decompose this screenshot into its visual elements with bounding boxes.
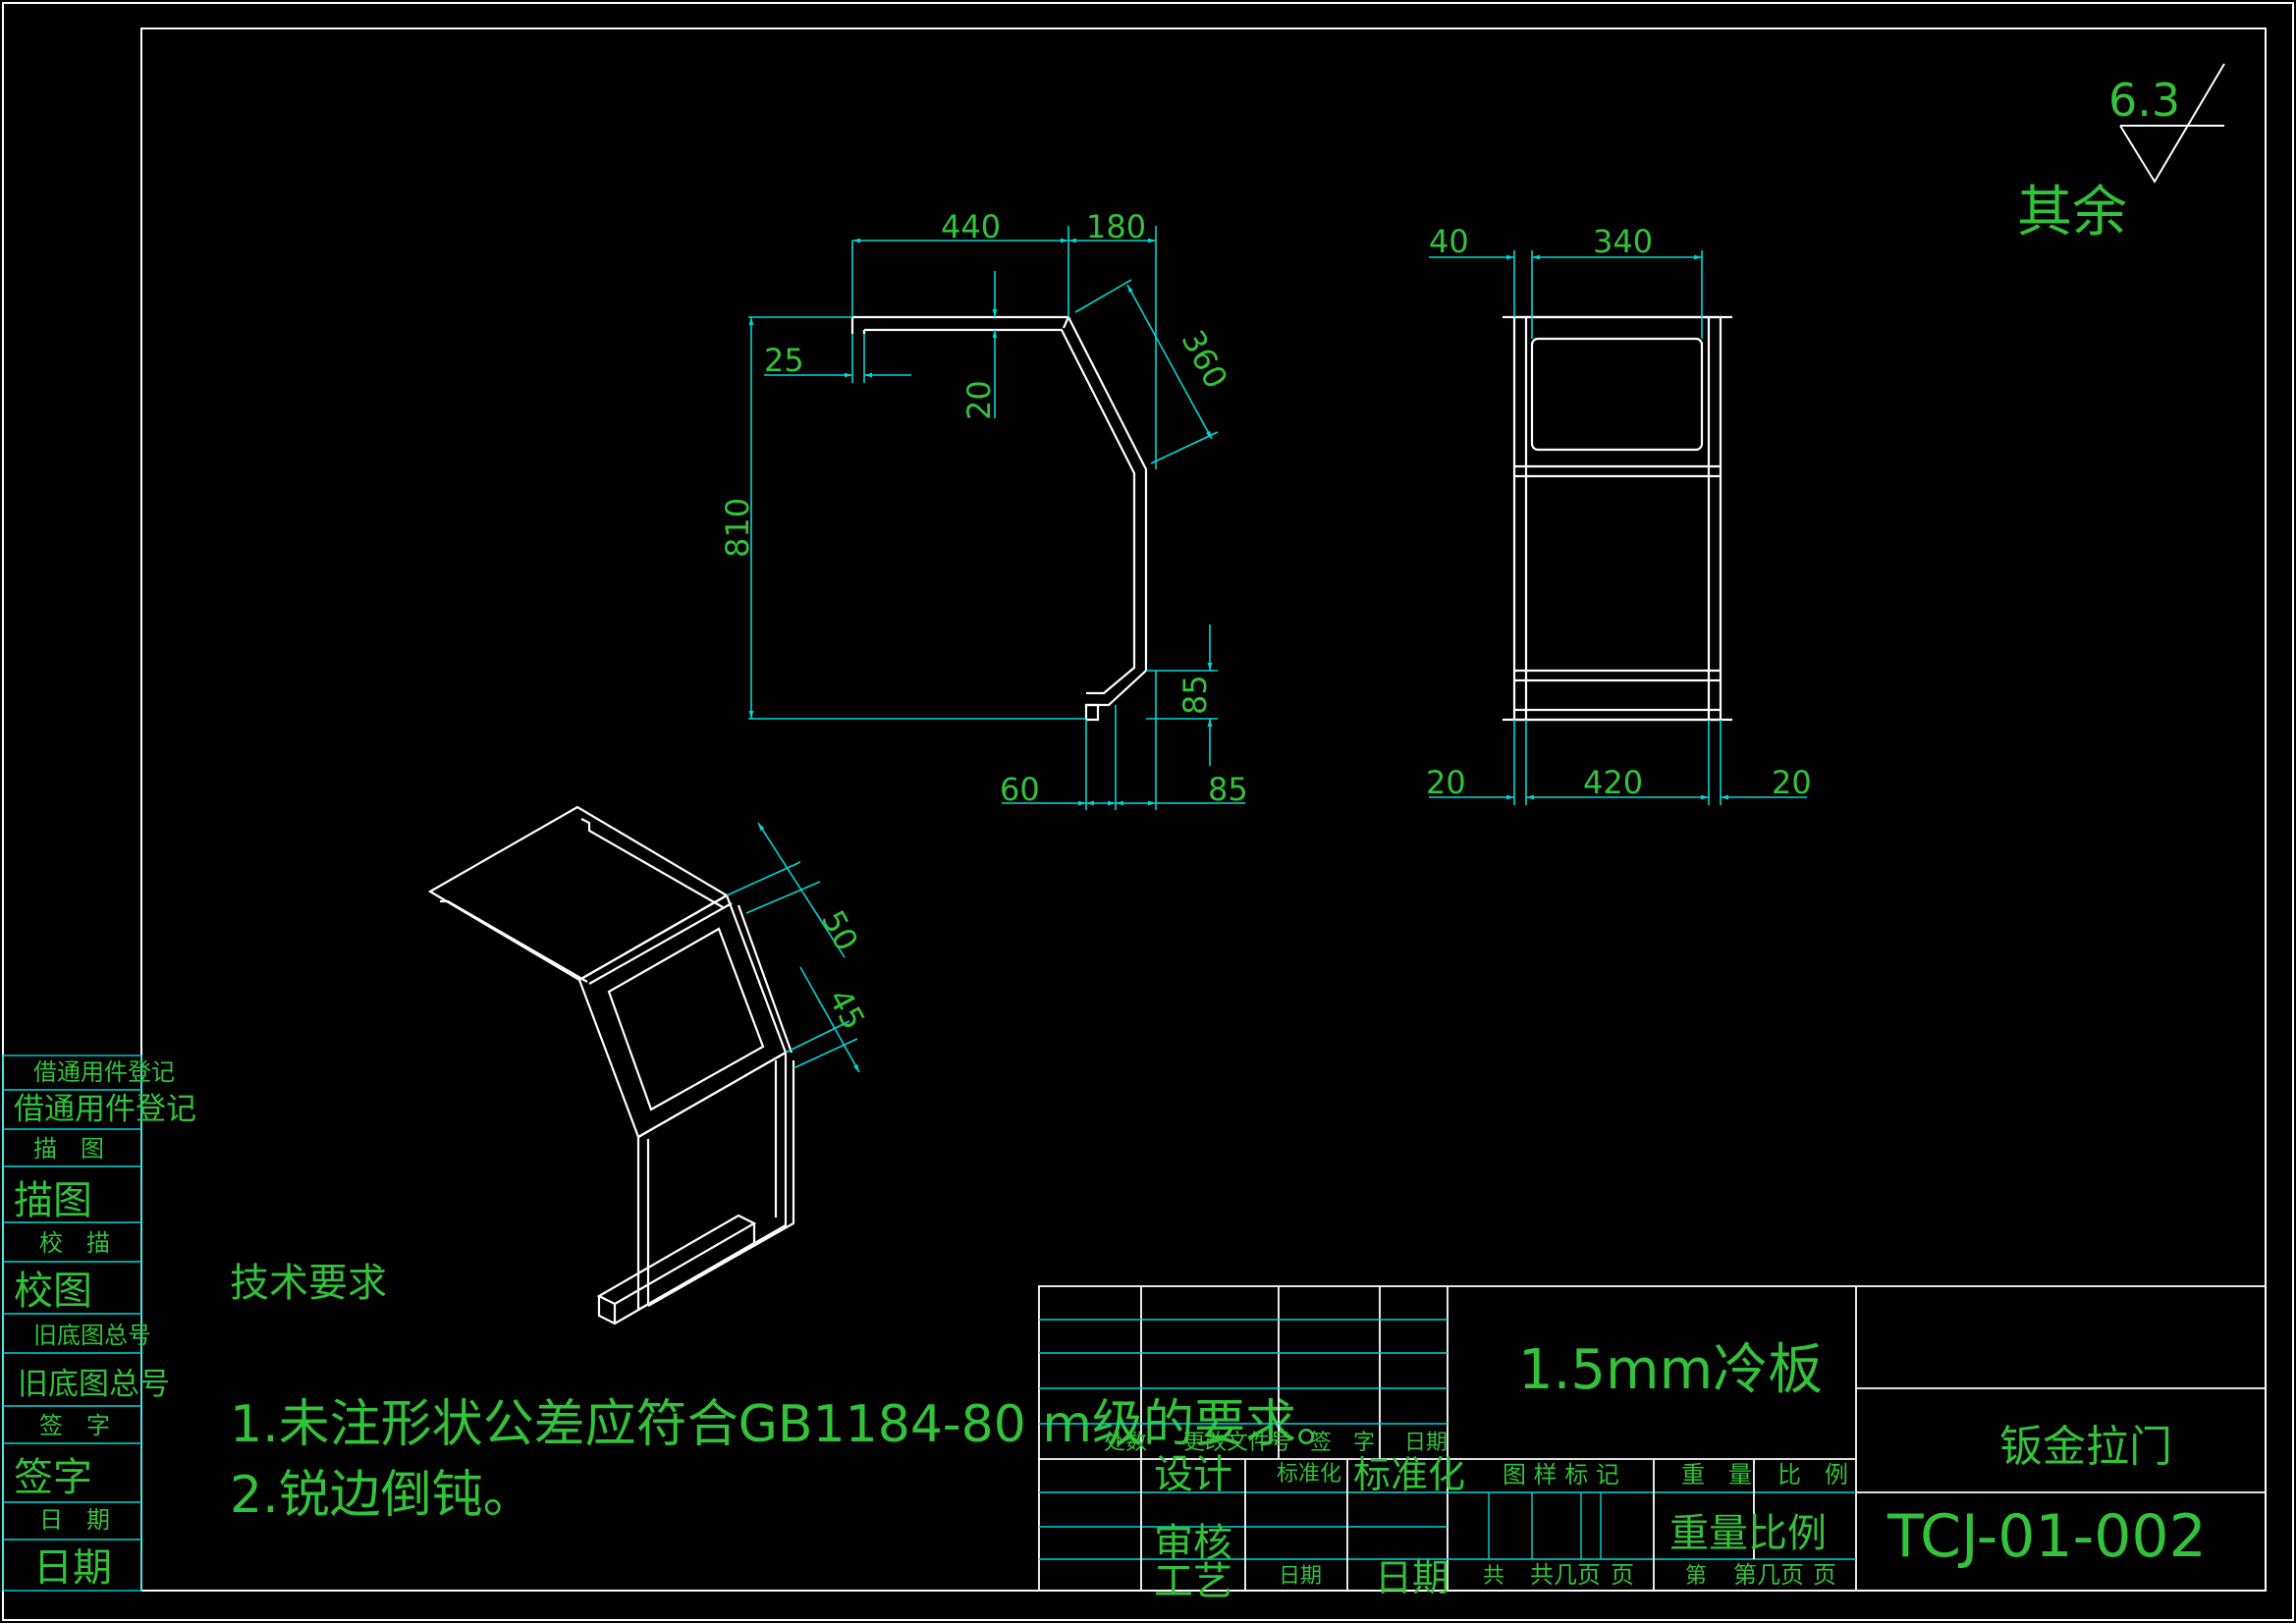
dim-side-340: 340 [1593,223,1653,260]
label-nth-small: 第 [1685,1564,1707,1589]
title-block: 1.5mm冷板 钣金拉门 TCJ-01-002 处数 更改文件号 签 字 日期 … [1038,1285,2267,1604]
roughness-symbol: 6.3 其余 [2017,63,2225,244]
label-nth-page: 第几页 [1733,1561,1804,1589]
front-view: 440 180 360 25 20 810 85 [719,208,1248,810]
dim-front-85-horizontal: 85 [1208,771,1248,808]
label-design: 设计 [1154,1452,1232,1497]
strip-value-old-no: 旧底图总号 [18,1367,170,1402]
header-date: 日期 [1404,1431,1448,1455]
material-spec: 1.5mm冷板 [1518,1338,1823,1402]
left-registration-strip: 借通用件登记 借通用件登记 描 图 描图 校 描 校图 旧底图总号 旧底图总号 … [2,1055,196,1592]
dim-front-85-vertical: 85 [1176,675,1214,715]
strip-value-registration: 借通用件登记 [14,1092,196,1127]
label-process: 工艺 [1154,1559,1232,1604]
strip-label-date: 日 期 [39,1506,110,1534]
label-standardization: 标准化 [1353,1453,1465,1496]
strip-value-tracing: 描图 [14,1178,92,1223]
strip-value-check: 校图 [14,1269,92,1314]
dim-front-360: 360 [1174,324,1234,395]
strip-label-tracing: 描 图 [33,1135,104,1163]
header-signature: 签 字 [1310,1431,1375,1455]
dim-side-20-left: 20 [1426,764,1466,801]
dim-iso-45: 45 [821,983,873,1036]
part-name: 钣金拉门 [1999,1422,2172,1472]
label-date: 日期 [1375,1556,1449,1599]
tech-req-title: 技术要求 [230,1261,387,1306]
dim-side-40: 40 [1429,223,1469,260]
label-date-small: 日期 [1279,1564,1322,1589]
strip-value-date: 日期 [33,1545,112,1591]
dim-front-60: 60 [1000,771,1040,808]
label-sample-mark: 图 样 标 记 [1503,1461,1619,1488]
dim-front-25: 25 [764,342,804,379]
label-standardization-small: 标准化 [1277,1462,1341,1487]
dim-front-180: 180 [1086,208,1146,245]
dim-iso-50: 50 [814,904,866,957]
header-revision-count: 处数 [1104,1431,1147,1455]
strip-label-signature: 签 字 [39,1412,110,1439]
isometric-view: 50 45 [427,805,873,1325]
label-page-unit: 页 [1611,1561,1634,1589]
header-change-doc: 更改文件号 [1183,1431,1291,1455]
dim-front-20: 20 [960,380,998,420]
dim-front-810: 810 [719,498,756,558]
tech-req-item-2: 2.锐边倒钝。 [230,1466,534,1525]
label-page-unit-2: 页 [1813,1561,1836,1589]
label-review: 审核 [1154,1521,1232,1566]
strip-label-registration: 借通用件登记 [33,1058,175,1086]
strip-label-check: 校 描 [39,1229,110,1257]
drawing-number: TCJ-01-002 [1886,1502,2207,1571]
side-view: 40 340 20 420 20 [1426,223,1812,805]
roughness-value: 6.3 [2108,74,2180,127]
dim-front-440: 440 [941,208,1001,245]
label-total-small: 共 [1483,1564,1504,1589]
strip-value-signature: 签字 [14,1455,92,1500]
label-weight: 重 量 [1681,1461,1752,1488]
dim-side-20-right: 20 [1772,764,1812,801]
dim-side-420: 420 [1583,764,1643,801]
technical-requirements: 技术要求 1.未注形状公差应符合GB1184-80 m级的要求。 2.锐边倒钝。 [230,1261,1347,1525]
label-scale: 比 例 [1777,1461,1848,1488]
label-total-pages: 共几页 [1530,1561,1601,1589]
label-weight-scale: 重量比例 [1669,1511,1827,1556]
roughness-note: 其余 [2017,181,2127,244]
tech-req-item-1: 1.未注形状公差应符合GB1184-80 m级的要求。 [230,1395,1347,1454]
strip-label-old-no: 旧底图总号 [33,1322,151,1349]
inner-frame [140,27,2267,1592]
